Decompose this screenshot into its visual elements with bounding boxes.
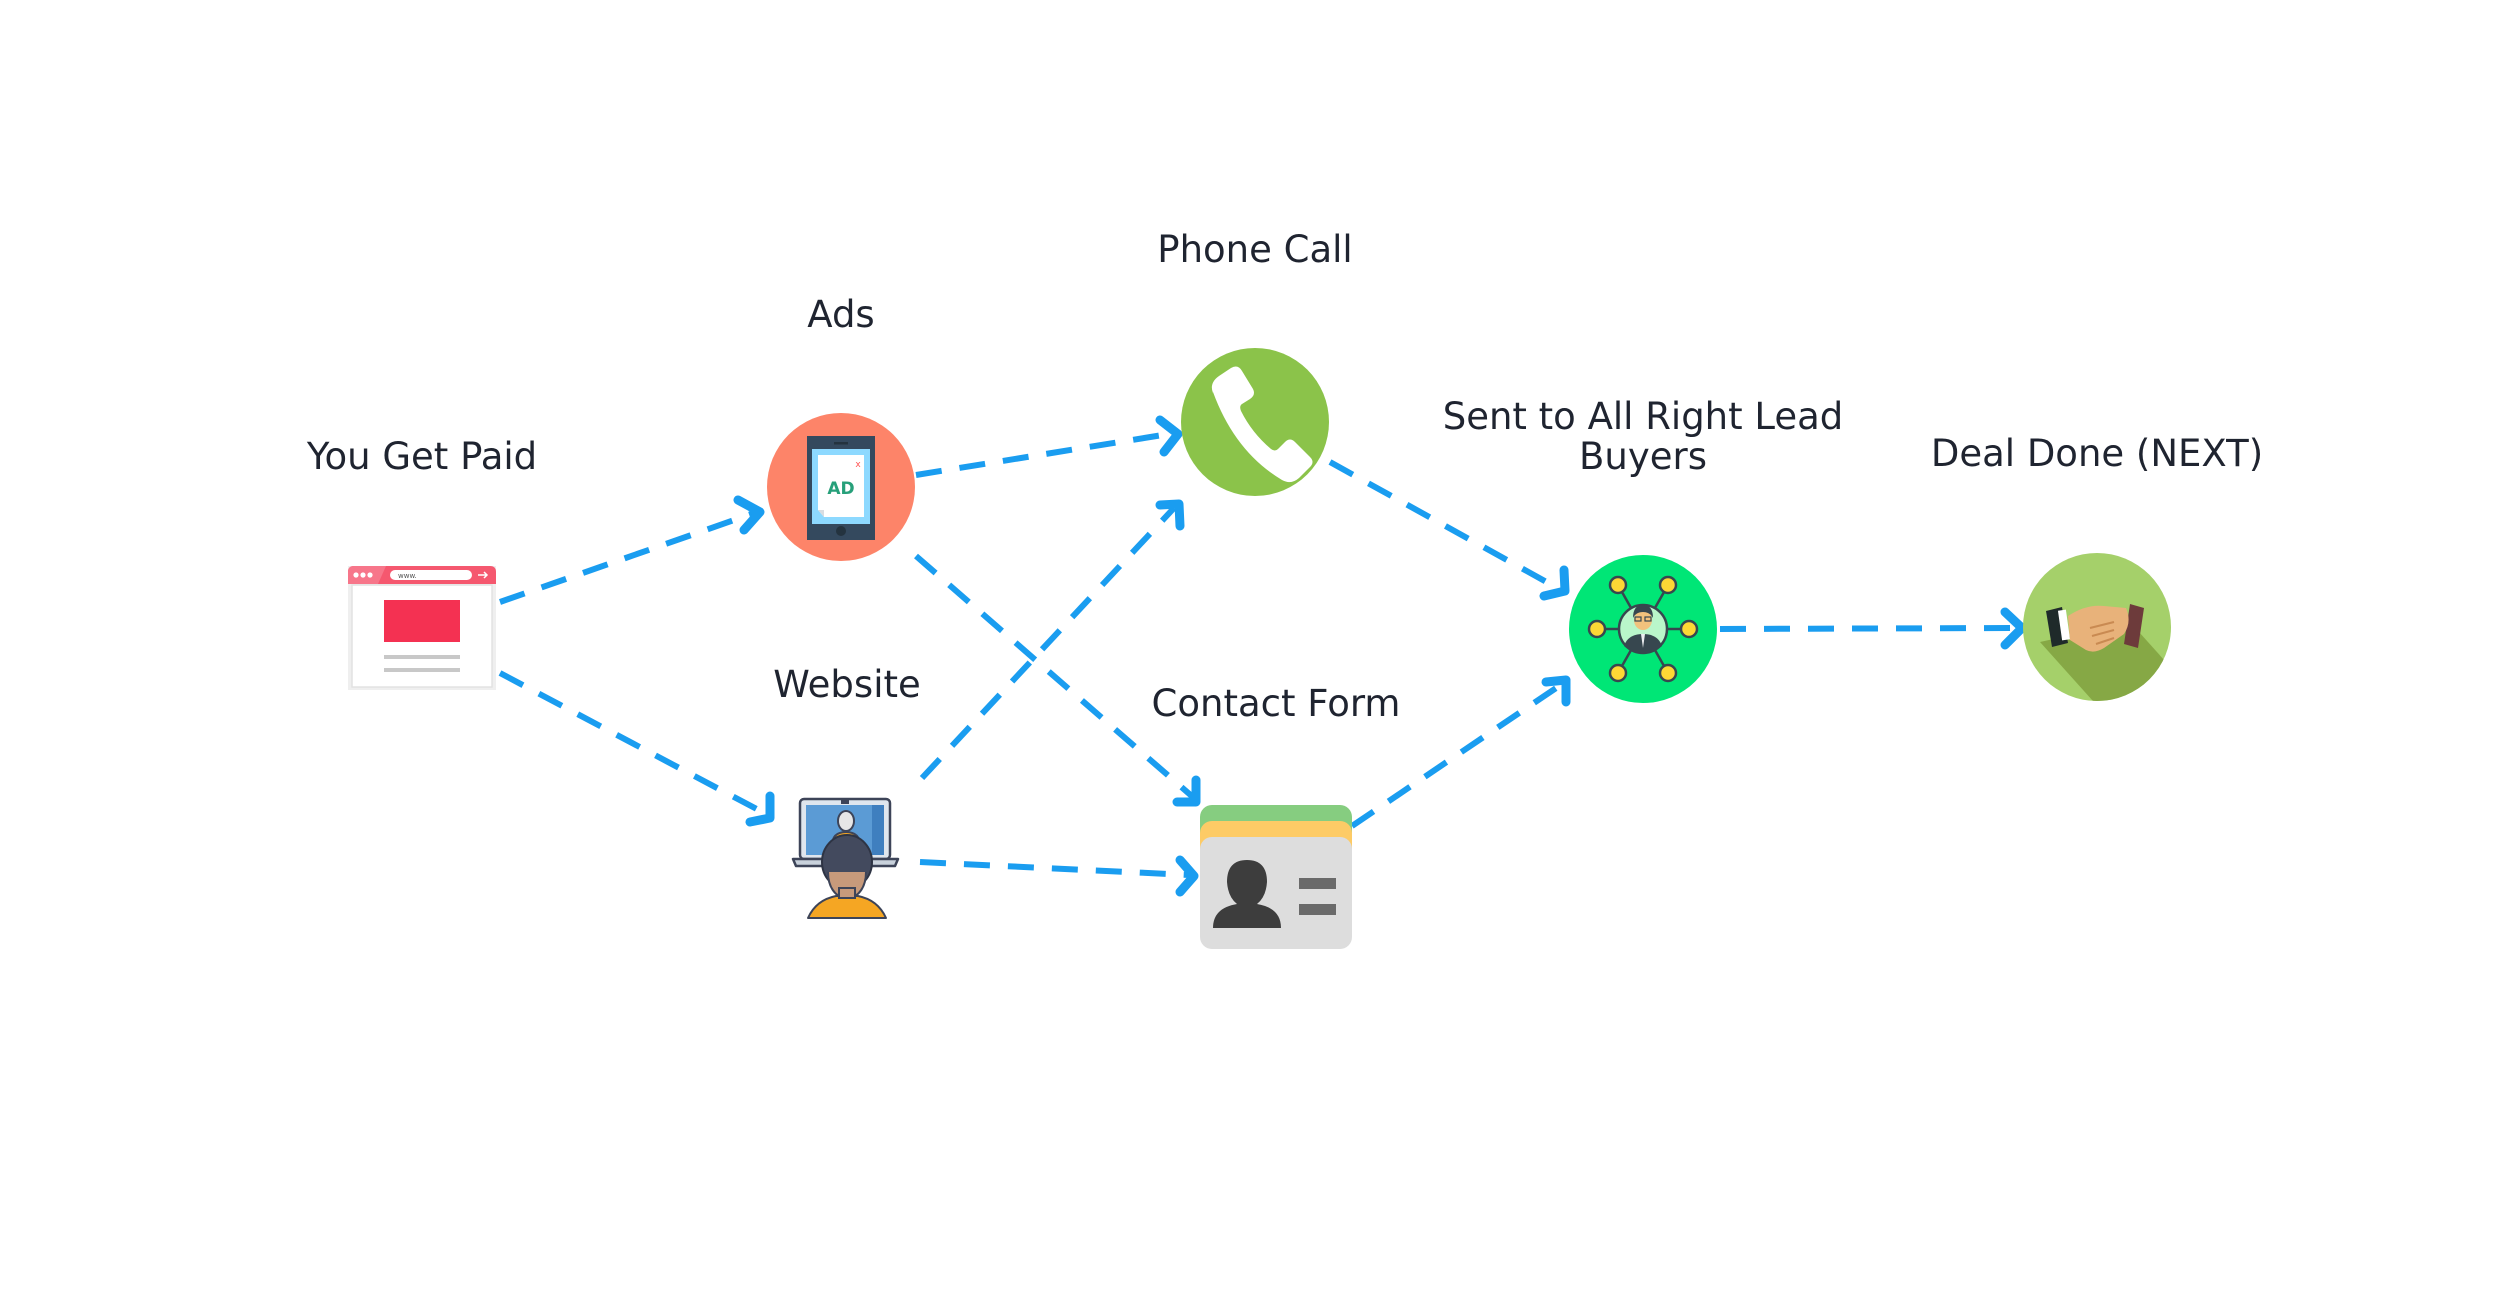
node-label-website: Website (773, 663, 921, 706)
edge-paid-to-ads (499, 495, 765, 605)
tablet-ad-icon: AD x (767, 413, 915, 561)
node-you-get-paid: You Get Paid www. (306, 435, 537, 690)
edge-paid-to-website (498, 670, 775, 827)
browser-url-text: www. (398, 572, 417, 580)
contact-card-icon (1200, 805, 1352, 949)
node-deal-done: Deal Done (NEXT) (1931, 432, 2263, 701)
edges-layer (498, 415, 2027, 897)
browser-window-icon: www. (348, 566, 496, 690)
phone-handset-icon (1181, 348, 1329, 496)
edge-phone-to-buyers (1328, 459, 1570, 601)
node-contact-form: Contact Form (1152, 682, 1401, 949)
node-label-contact-form: Contact Form (1152, 682, 1401, 725)
node-label-ads: Ads (807, 293, 874, 336)
edge-ads-to-phone (915, 415, 1183, 478)
node-label-you-get-paid: You Get Paid (306, 435, 537, 478)
ad-close-mark: x (855, 460, 861, 470)
network-person-icon (1569, 555, 1717, 703)
edge-contact-to-buyers (1350, 675, 1571, 829)
edge-website-to-contact (919, 855, 1199, 897)
node-lead-buyers: Sent to All Right Lead Buyers (1443, 395, 1844, 703)
node-label-phone-call: Phone Call (1157, 228, 1352, 271)
node-website: Website (773, 663, 921, 919)
person-at-laptop-icon (791, 797, 900, 919)
node-label-lead-buyers-line1: Sent to All Right Lead (1443, 395, 1844, 438)
node-ads: Ads AD x (767, 293, 915, 561)
node-phone-call: Phone Call (1157, 228, 1353, 496)
handshake-icon (2023, 553, 2171, 701)
edge-ads-to-contact (914, 553, 1201, 807)
ad-text: AD (827, 479, 854, 499)
node-label-deal-done: Deal Done (NEXT) (1931, 432, 2263, 475)
edge-website-to-phone (919, 499, 1185, 781)
edge-buyers-to-deal (1719, 607, 2027, 650)
node-label-lead-buyers-line2: Buyers (1579, 435, 1707, 478)
